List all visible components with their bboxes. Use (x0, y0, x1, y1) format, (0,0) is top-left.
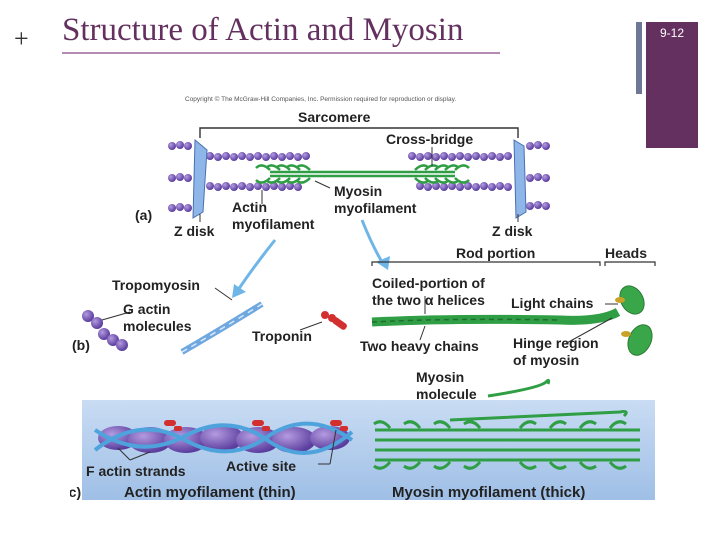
label-rod-portion: Rod portion (456, 245, 535, 261)
label-myosin-myofilament-line2: myofilament (334, 200, 417, 216)
z-disk-right (513, 139, 527, 219)
label-g-actin-line1: G actin (123, 301, 170, 317)
panel-b-letter: (b) (72, 337, 90, 353)
label-actin-myofilament-line2: myofilament (232, 216, 315, 232)
z-disk-left (192, 138, 208, 219)
label-troponin: Troponin (252, 328, 312, 344)
label-coiled-portion-line1: Coiled-portion of (372, 275, 485, 291)
panel-c-letter: (c) (70, 484, 81, 500)
label-z-disk-left: Z disk (174, 223, 215, 239)
copyright-notice: Copyright © The McGraw-Hill Companies, I… (185, 95, 456, 103)
slide-title: Structure of Actin and Myosin (62, 12, 464, 48)
actin-filament-row-2 (168, 173, 550, 191)
actin-myosin-figure: Copyright © The McGraw-Hill Companies, I… (70, 95, 656, 501)
label-myosin-myofilament-line1: Myosin (334, 183, 382, 199)
label-myosin-molecule-line2: molecule (416, 386, 477, 402)
panel-a-letter: (a) (135, 207, 152, 223)
myosin-heads (619, 285, 653, 356)
slide-number: 9-12 (659, 26, 685, 40)
label-sarcomere: Sarcomere (298, 109, 371, 125)
accent-bar-grey (636, 22, 642, 94)
actin-structure-diagram: Tropomyosin G actin molecules Troponin (… (72, 277, 347, 355)
bullet-plus-icon: + (14, 24, 29, 53)
label-g-actin-line2: molecules (123, 318, 192, 334)
light-chains (615, 297, 631, 337)
troponin-complex (321, 311, 347, 330)
label-f-actin-strands: F actin strands (86, 463, 186, 479)
g-actin-beads (82, 310, 128, 351)
sarcomere-diagram: Sarcomere (135, 109, 550, 298)
label-two-heavy-chains: Two heavy chains (360, 338, 479, 354)
label-heads: Heads (605, 245, 647, 261)
myosin-molecule-diagram: Rod portion Heads Coiled-portion of the … (360, 245, 656, 402)
label-actin-myofilament-thin: Actin myofilament (thin) (124, 484, 296, 501)
thin-filament-illustration (93, 420, 354, 455)
actin-filament-row-1 (168, 141, 550, 161)
label-z-disk-right: Z disk (492, 223, 533, 239)
myofilament-panel: F actin strands Active site (c) Actin my… (70, 400, 655, 501)
label-myosin-molecule-line1: Myosin (416, 369, 464, 385)
thick-filament-illustration (373, 410, 640, 470)
actin-filament-row-3 (168, 201, 550, 212)
title-underline (62, 52, 500, 54)
label-hinge-region-line2: of myosin (513, 352, 579, 368)
label-cross-bridge: Cross-bridge (386, 131, 473, 147)
label-active-site: Active site (226, 458, 296, 474)
label-tropomyosin: Tropomyosin (112, 277, 200, 293)
label-light-chains: Light chains (511, 295, 594, 311)
label-coiled-portion-line2: the two α helices (372, 292, 485, 308)
label-hinge-region-line1: Hinge region (513, 335, 599, 351)
accent-bar-purple (646, 22, 698, 148)
label-actin-myofilament-line1: Actin (232, 199, 267, 215)
single-myosin-molecule (487, 378, 551, 398)
myosin-filament (255, 164, 470, 184)
label-myosin-myofilament-thick: Myosin myofilament (thick) (392, 484, 585, 501)
